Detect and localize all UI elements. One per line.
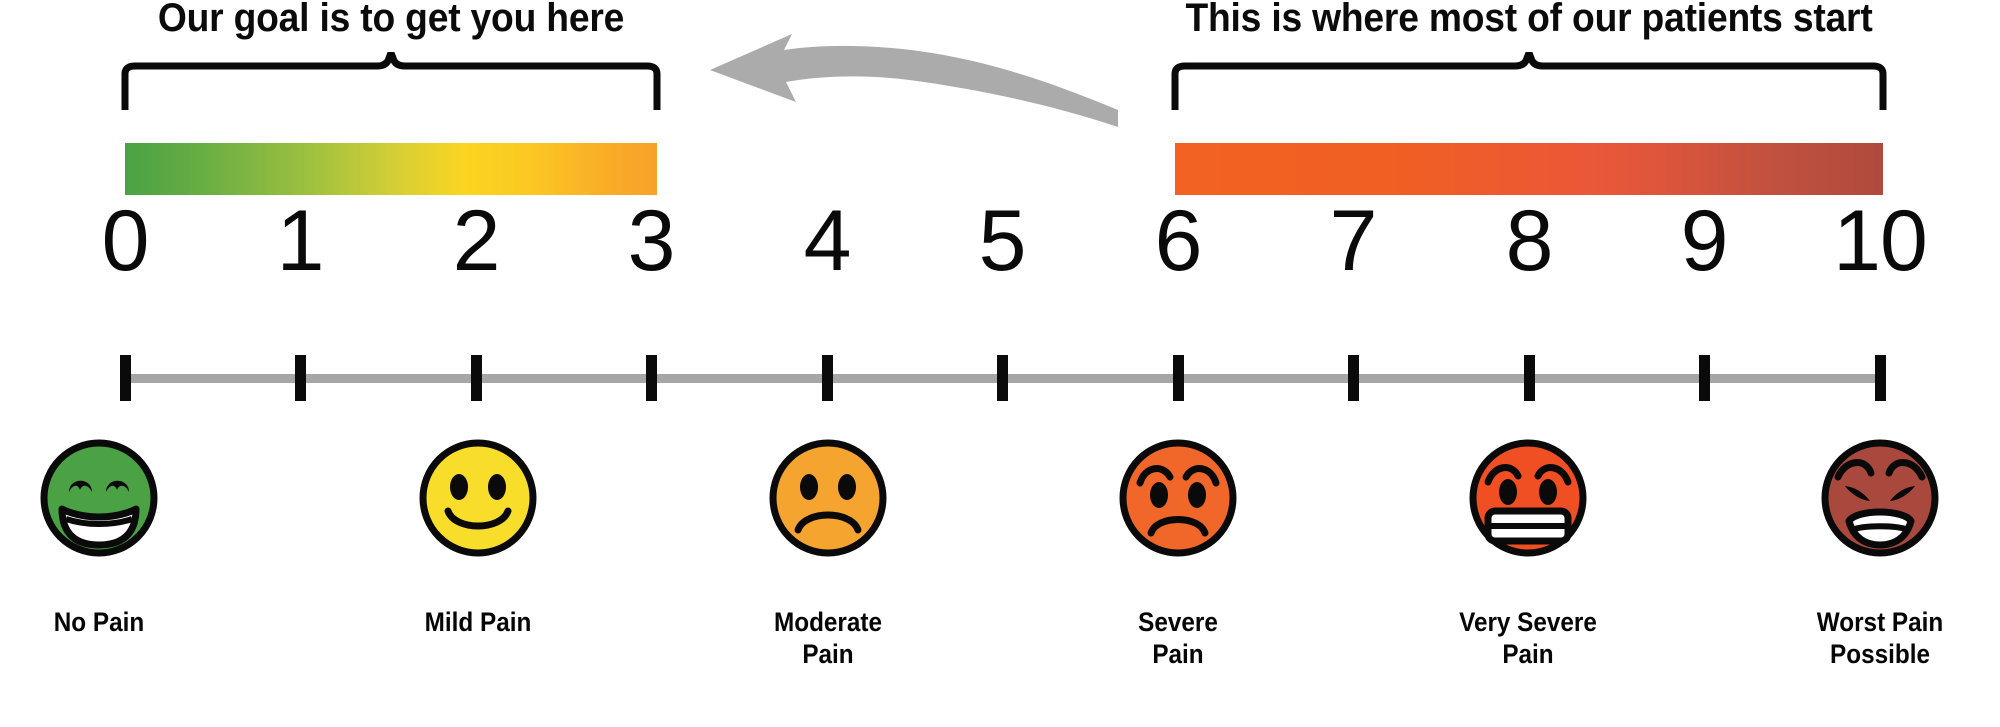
scale-tick-9 [1699, 355, 1710, 401]
patients-start-gradient-bar [1175, 143, 1883, 195]
scale-number-8: 8 [1505, 193, 1554, 289]
scale-number-2: 2 [452, 193, 501, 289]
scale-number-9: 9 [1680, 193, 1729, 289]
goal-bracket [121, 52, 661, 110]
scale-number-5: 5 [978, 193, 1027, 289]
scale-tick-0 [120, 355, 131, 401]
grinning-face-icon [40, 439, 158, 557]
scale-number-3: 3 [627, 193, 676, 289]
scale-number-10: 10 [1833, 193, 1928, 289]
slightly-smiling-face-icon [419, 439, 537, 557]
goal-caption: Our goal is to get you here [157, 0, 625, 40]
face-label-severe-pain: Severe Pain [1138, 607, 1218, 669]
scale-tick-3 [646, 355, 657, 401]
scale-number-1: 1 [276, 193, 325, 289]
scale-tick-6 [1173, 355, 1184, 401]
scale-tick-1 [295, 355, 306, 401]
scale-tick-4 [822, 355, 833, 401]
patients-start-caption: This is where most of our patients start [1185, 0, 1873, 40]
scale-tick-5 [997, 355, 1008, 401]
patients-start-bracket [1171, 52, 1887, 110]
face-label-worst-pain: Worst Pain Possible [1816, 607, 1944, 669]
scale-tick-2 [471, 355, 482, 401]
anguished-face-icon [1821, 439, 1939, 557]
frowning-face-icon [769, 439, 887, 557]
scale-number-6: 6 [1154, 193, 1203, 289]
face-label-very-severe-pain: Very Severe Pain [1459, 607, 1597, 669]
scale-number-4: 4 [803, 193, 852, 289]
goal-gradient-bar [125, 143, 657, 195]
curved-arrow-left-icon [710, 34, 1118, 127]
face-label-no-pain: No Pain [53, 607, 145, 637]
scale-number-7: 7 [1329, 193, 1378, 289]
face-label-moderate-pain: Moderate Pain [773, 607, 883, 669]
scale-tick-7 [1348, 355, 1359, 401]
scale-tick-10 [1875, 355, 1886, 401]
face-label-mild-pain: Mild Pain [424, 607, 532, 637]
scale-number-0: 0 [101, 193, 150, 289]
grimacing-face-icon [1469, 439, 1587, 557]
scale-tick-8 [1524, 355, 1535, 401]
worried-face-icon [1119, 439, 1237, 557]
